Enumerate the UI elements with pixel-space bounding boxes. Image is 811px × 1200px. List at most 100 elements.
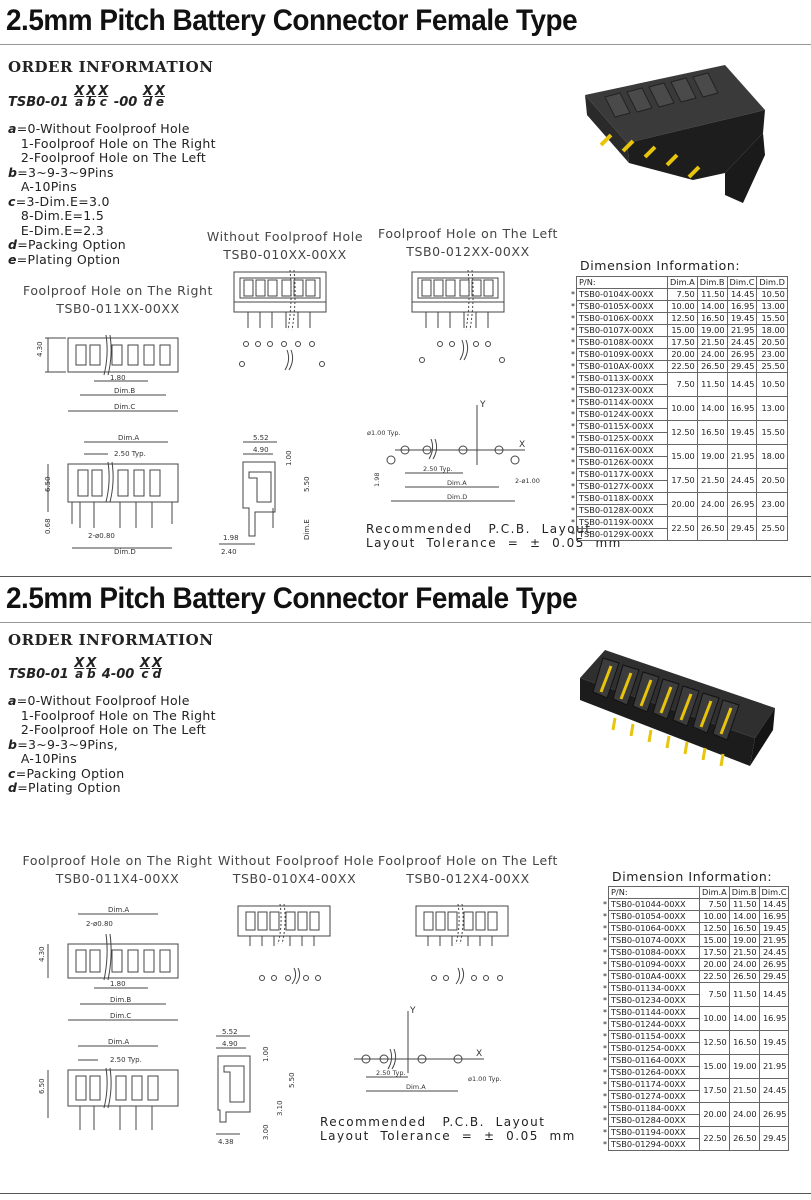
part-number-cell: TSB0-01244-00XX <box>608 1018 700 1031</box>
dimension-value-cell: 17.50 <box>667 468 698 493</box>
dimension-value-cell: 19.00 <box>728 934 760 947</box>
dim-label: 5.50 <box>303 476 311 492</box>
dim-label: 3.10 <box>276 1100 284 1116</box>
dimension-value-cell: 24.45 <box>758 946 790 959</box>
option-key: b <box>8 736 18 752</box>
dim-label: Dim.A <box>118 434 139 442</box>
order-option: 1-Foolproof Hole on The Right <box>8 708 216 724</box>
bottom-divider <box>0 1193 811 1194</box>
page-title: 2.5mm Pitch Battery Connector Female Typ… <box>6 4 578 37</box>
row-marker: * <box>571 350 575 359</box>
drawing-top-without <box>237 903 331 985</box>
row-marker: * <box>571 386 575 395</box>
dimension-value-cell: 25.50 <box>756 360 788 373</box>
row-marker: * <box>571 398 575 407</box>
part-number-cell: TSB0-010A4-00XX <box>608 970 700 983</box>
dimension-value-cell: 10.50 <box>756 288 788 301</box>
caption-title: Without Foolproof Hole <box>218 853 375 868</box>
row-marker: * <box>571 470 575 479</box>
dimension-value-cell: 7.50 <box>699 982 730 1007</box>
dimension-value-cell: 12.50 <box>667 312 698 325</box>
dimension-value-cell: 14.00 <box>728 1006 760 1031</box>
table-header-cell: Dim.C <box>726 276 758 289</box>
dimension-value-cell: 7.50 <box>667 372 698 397</box>
dimension-value-cell: 13.00 <box>756 396 788 421</box>
option-text: =0-Without Foolproof Hole <box>16 693 190 708</box>
dim-label: 5.52 <box>253 434 269 442</box>
dimension-value-cell: 25.50 <box>756 516 788 541</box>
dim-label: 4.30 <box>36 341 44 357</box>
section-1: 2.5mm Pitch Battery Connector Female Typ… <box>0 0 811 576</box>
dimension-value-cell: 16.50 <box>728 922 760 935</box>
dim-label: Dim.B <box>110 996 131 1004</box>
drawing-pcb-layout: Y X ø1.00 Typ. 2.50 Typ. Dim.A Dim.D 2-ø… <box>367 400 540 502</box>
order-heading: ORDER INFORMATION <box>8 631 214 649</box>
caption-title: Foolproof Hole on The Right <box>22 283 214 298</box>
dimension-heading: Dimension Information: <box>580 258 741 273</box>
drawing-front: Dim.A 2.50 Typ. 6.50 <box>38 1038 179 1130</box>
dimension-value-cell: 21.95 <box>758 934 790 947</box>
row-marker: * <box>603 912 607 921</box>
dim-label: 2.50 Typ. <box>423 465 453 473</box>
dimension-value-cell: 16.50 <box>696 420 728 445</box>
dimension-value-cell: 29.45 <box>726 516 758 541</box>
dimension-value-cell: 15.00 <box>667 444 698 469</box>
dimension-value-cell: 14.45 <box>726 372 758 397</box>
dimension-value-cell: 16.50 <box>696 312 728 325</box>
part-number-cell: TSB0-01254-00XX <box>608 1042 700 1055</box>
dim-label: 2.40 <box>221 548 237 556</box>
dim-label: Dim.C <box>114 403 135 411</box>
caption-without-foolproof: Without Foolproof Hole TSB0-010X4-00XX <box>218 852 375 888</box>
part-number-cell: TSB0-01294-00XX <box>608 1138 700 1151</box>
dimension-value-cell: 15.00 <box>699 1054 730 1079</box>
caption-left-foolproof: Foolproof Hole on The Left TSB0-012XX-00… <box>373 225 563 261</box>
part-number-cell: TSB0-01094-00XX <box>608 958 700 971</box>
dimension-value-cell: 19.45 <box>726 420 758 445</box>
part-number-cell: TSB0-01164-00XX <box>608 1054 700 1067</box>
order-option: b=3~9-3~9Pins, <box>8 736 216 753</box>
part-number-cell: TSB0-0123X-00XX <box>576 384 668 397</box>
table-header-cell: P/N: <box>576 276 668 289</box>
order-option: 1-Foolproof Hole on The Right <box>8 136 216 152</box>
axis-x-label: X <box>519 440 525 450</box>
dimension-value-cell: 10.00 <box>667 300 698 313</box>
option-text: E-Dim.E=2.3 <box>8 222 105 238</box>
option-key: d <box>8 237 18 252</box>
dimension-value-cell: 11.50 <box>728 982 760 1007</box>
caption-left-foolproof: Foolproof Hole on The Left TSB0-012X4-00… <box>374 852 562 888</box>
drawing-top-left <box>411 269 505 363</box>
order-option: c=Packing Option <box>8 766 216 782</box>
part-number-cell: TSB0-0109X-00XX <box>576 348 668 361</box>
caption-right-foolproof: Foolproof Hole on The Right TSB0-011XX-0… <box>18 282 218 318</box>
dimension-value-cell: 12.50 <box>699 1030 730 1055</box>
option-text: =3~9-3~9Pins <box>17 164 114 180</box>
caption-title: Foolproof Hole on The Right <box>22 853 213 868</box>
code-letter: a <box>75 667 84 681</box>
row-marker: * <box>571 374 575 383</box>
order-options: a=0-Without Foolproof Hole 1-Foolproof H… <box>8 693 216 796</box>
part-number-cell: TSB0-0105X-00XX <box>576 300 668 313</box>
table-header-cell: Dim.D <box>756 276 788 289</box>
dimension-value-cell: 11.50 <box>696 288 728 301</box>
dimension-value-cell: 11.50 <box>696 372 728 397</box>
row-marker: * <box>603 1104 607 1113</box>
dimension-value-cell: 15.00 <box>699 934 730 947</box>
option-text: =0-Without Foolproof Hole <box>16 121 190 136</box>
dim-label: Dim.C <box>110 1012 131 1020</box>
caption-right-foolproof: Foolproof Hole on The Right TSB0-011X4-0… <box>20 852 215 888</box>
table-header-cell: Dim.A <box>699 886 730 899</box>
dimension-value-cell: 14.45 <box>758 898 790 911</box>
drawing-pcb-layout: Y X 2.50 Typ. Dim.A ø1.00 Typ. <box>354 1006 502 1092</box>
row-marker: * <box>603 1140 607 1149</box>
dimension-value-cell: 10.00 <box>699 910 730 923</box>
